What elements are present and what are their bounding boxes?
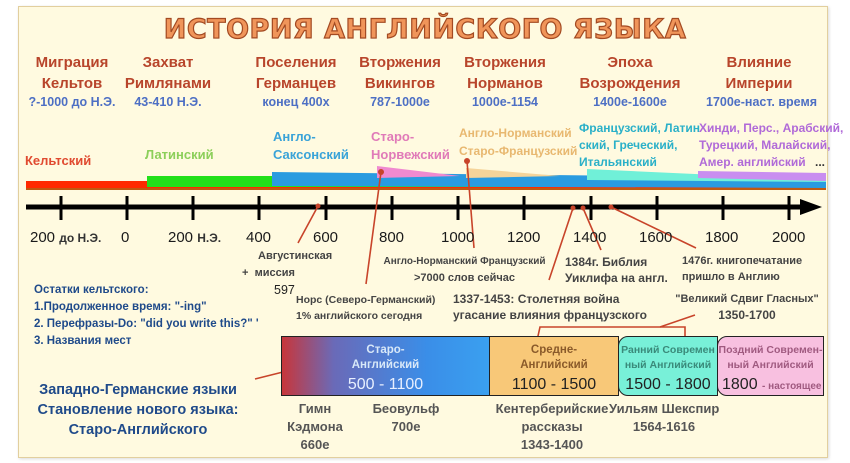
note-anglo-norman: Англо-Норманский Французский >7000 слов … bbox=[383, 256, 546, 284]
lang-label-renaissance-languages: Французский, Латин ский, Греческий, Итал… bbox=[579, 121, 701, 169]
event-renaissance: Эпоха Возрождения 1400е-1600е bbox=[579, 54, 681, 109]
page-title: ИСТОРИЯ АНГЛИЙСКОГО ЯЗЫКА bbox=[163, 13, 687, 45]
tick-label: 1600 bbox=[639, 229, 673, 246]
lang-label-anglo-norman: Англо-Норманский Старо-Французский bbox=[459, 126, 578, 158]
event-celtic-migration: Миграция Кельтов ?-1000 до Н.Э. bbox=[28, 54, 116, 109]
note-hundred-years-war: 1337-1453: Столетняя война угасание влия… bbox=[453, 292, 647, 322]
celtic-remnant-item: 3. Названия мест bbox=[34, 335, 132, 347]
west-germanic-note: Западно-Германские языки Становление нов… bbox=[37, 382, 239, 438]
note-augustine-mission: Августинская + миссия 597 bbox=[242, 250, 333, 297]
timeline-arrow-icon bbox=[800, 199, 822, 215]
tick-label: 1200 bbox=[507, 229, 541, 246]
lang-label-latin: Латинский bbox=[145, 147, 214, 162]
note-great-vowel-shift: "Великий Сдвиг Гласных" 1350-1700 bbox=[675, 293, 819, 322]
event-norman-invasions: Вторжения Норманов 1000е-1154 bbox=[464, 54, 546, 109]
tick-label: 0 bbox=[121, 229, 130, 246]
band-old-norse bbox=[377, 166, 460, 178]
period-late-modern-english: Поздний Современ- ный Английский 1800 - … bbox=[717, 336, 824, 396]
lang-label-celtic: Кельтский bbox=[25, 153, 92, 168]
celtic-remnants: Остатки кельтского: 1.Продолженное время… bbox=[34, 282, 259, 350]
event-germanic-settlement: Поселения Германцев конец 400х bbox=[255, 54, 337, 109]
tick-label: 1400 bbox=[573, 229, 607, 246]
event-empire-influence: Влияние Империи 1700е-наст. время bbox=[706, 54, 817, 109]
timeline-ticks bbox=[59, 196, 791, 220]
event-roman-conquest: Захват Римлянами 43-410 Н.Э. bbox=[124, 54, 212, 109]
lang-label-old-norse: Старо- Норвежский bbox=[371, 129, 450, 162]
tick-label: 1800 bbox=[705, 229, 739, 246]
tick-label: 200 Н.Э. bbox=[168, 229, 222, 246]
note-printing: 1476г. книгопечатание пришло в Англию bbox=[682, 255, 803, 283]
period-old-english: Старо- Английский 500 - 1100 bbox=[281, 336, 490, 396]
tick-label: 1000 bbox=[441, 229, 475, 246]
celtic-remnant-item: 2. Перефразы-Do: "did you write this?" ' bbox=[34, 318, 259, 330]
tick-label: 800 bbox=[379, 229, 405, 246]
band-empire bbox=[698, 171, 826, 181]
celtic-remnants-heading: Остатки кельтского: bbox=[34, 284, 149, 296]
note-norse: Норс (Северо-Германский) 1% английского … bbox=[296, 294, 436, 322]
celtic-remnant-item: 1.Продолженное время: "-ing" bbox=[34, 301, 207, 313]
lang-label-empire-languages: Хинди, Перс., Арабский, Турецкий, Малайс… bbox=[699, 121, 844, 169]
period-early-modern-english: Ранний Современ ный Английский 1500 - 18… bbox=[618, 336, 718, 396]
tick-label: 2000 bbox=[772, 229, 806, 246]
period-middle-english: Средне- Английский 1100 - 1500 bbox=[489, 336, 619, 396]
tick-label: 600 bbox=[313, 229, 339, 246]
tick-label: 400 bbox=[246, 229, 272, 246]
band-anglo-norman bbox=[466, 168, 560, 178]
lang-label-anglo-saxon: Англо- Саксонский bbox=[273, 129, 349, 162]
tick-label: 200 до Н.Э. bbox=[30, 229, 102, 246]
event-viking-invasions: Вторжения Викингов 787-1000е bbox=[359, 54, 441, 109]
note-wycliffe-bible: 1384г. Библия Уиклифа на англ. bbox=[565, 255, 668, 285]
